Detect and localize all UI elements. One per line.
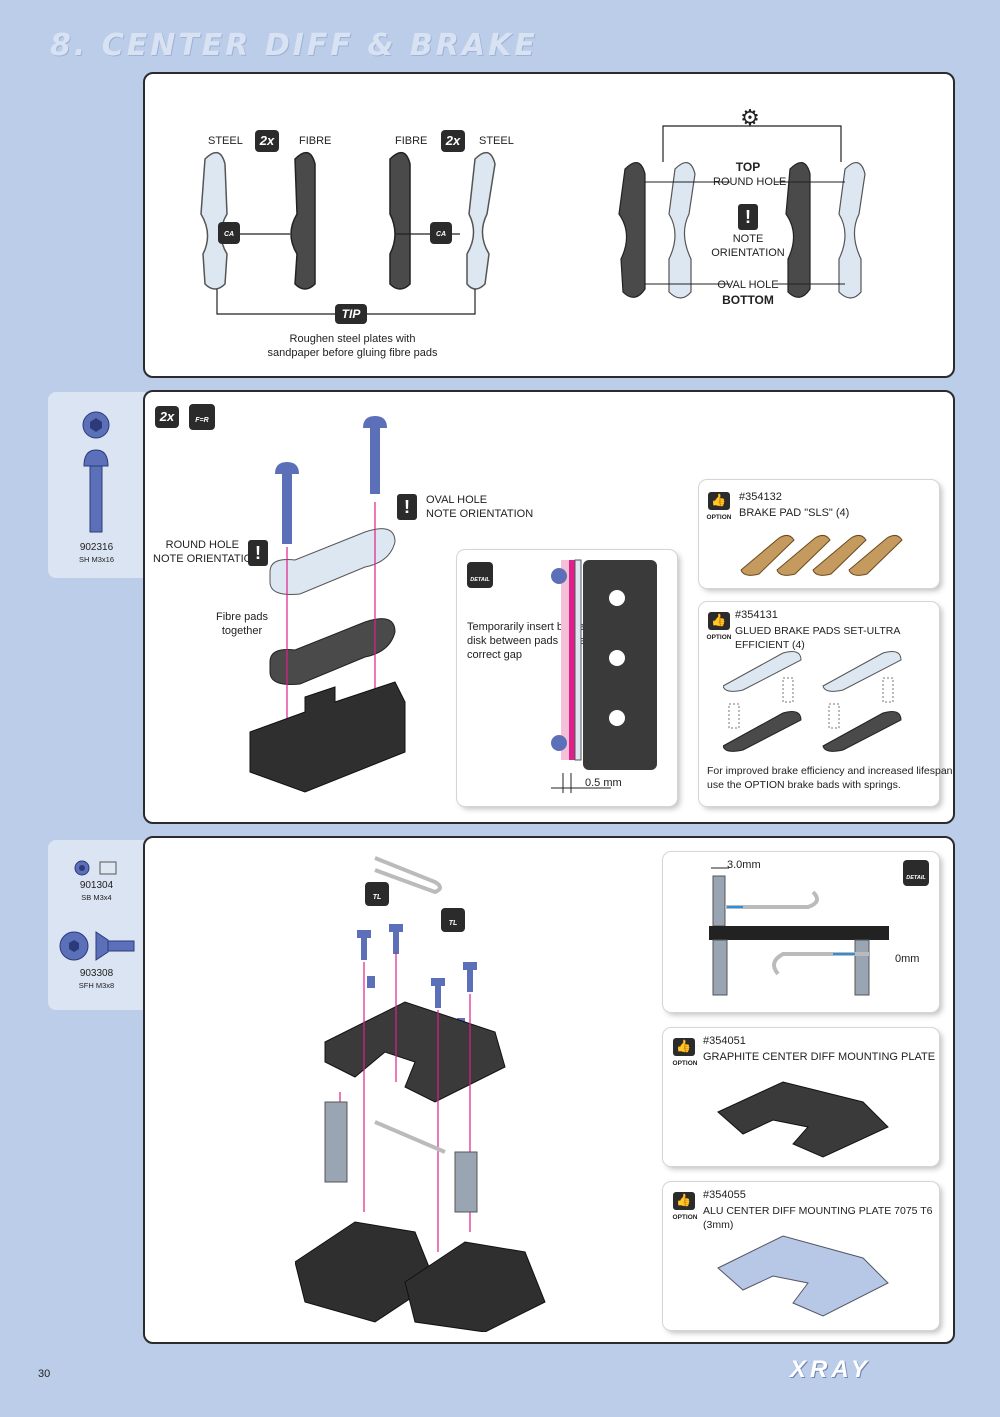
option-tag: OPTION xyxy=(706,514,732,521)
option-card-354055: OPTION #354055 ALU CENTER DIFF MOUNTING … xyxy=(663,1182,939,1330)
option-card-354131: OPTION #354131 GLUED BRAKE PADS SET-ULTR… xyxy=(699,602,953,806)
option-number: #354055 xyxy=(703,1189,746,1201)
option-name: ALU CENTER DIFF MOUNTING PLATE 7075 T6 (… xyxy=(703,1205,933,1231)
label-bottom: BOTTOM xyxy=(722,293,774,307)
detail-text: Temporarily insert brake disk between pa… xyxy=(467,621,589,661)
label-round-hole: ROUND HOLE NOTE ORIENTATION xyxy=(153,539,261,565)
tip-badge: TIP xyxy=(335,304,367,324)
brake-gap-illustration xyxy=(551,559,657,793)
tip-text: Roughen steel plates with sandpaper befo… xyxy=(267,333,438,359)
option-tag: OPTION xyxy=(672,1060,698,1067)
center-diff-mount-illustration xyxy=(295,856,546,1332)
glued-brake-pads-illustration xyxy=(723,651,902,752)
qty-badge: 2x xyxy=(155,406,179,428)
option-tag: OPTION xyxy=(706,634,732,641)
option-note: For improved brake efficiency and increa… xyxy=(707,765,953,791)
label-oval-hole: OVAL HOLE xyxy=(717,279,779,291)
step3-panel: TL TL DETAIL 3.0mm 0mm OPTION #354051 GR… xyxy=(143,836,955,1344)
detail-card: DETAIL 3.0mm 0mm xyxy=(663,852,939,1012)
dimension-3mm: 3.0mm xyxy=(727,859,761,871)
step2-parts-bag: 902316 SH M3x16 xyxy=(48,392,145,578)
ca-glue-icon: CA xyxy=(430,222,452,244)
option-name: GLUED BRAKE PADS SET-ULTRA EFFICIENT (4) xyxy=(735,625,900,651)
option-tag: OPTION xyxy=(672,1214,698,1221)
front-rear-icon: F=R xyxy=(189,404,215,430)
qty-badge: 2x xyxy=(441,130,465,152)
option-card-354132: OPTION #354132 BRAKE PAD "SLS" (4) xyxy=(699,480,939,588)
page-number: 30 xyxy=(38,1368,51,1380)
warning-icon: ! xyxy=(248,540,268,566)
option-name: GRAPHITE CENTER DIFF MOUNTING PLATE xyxy=(703,1051,936,1063)
label-steel-left: STEEL xyxy=(208,135,243,147)
thumbs-up-icon xyxy=(708,612,730,630)
step1-panel: STEEL 2x FIBRE FIBRE 2x STEEL CA CA TIP … xyxy=(143,72,955,378)
part-label: 903308 SFH M3x8 xyxy=(78,968,115,990)
option-name: BRAKE PAD "SLS" (4) xyxy=(739,507,850,519)
pad-orientation-illustration xyxy=(618,125,866,299)
label-top: TOP xyxy=(735,160,761,174)
option-number: #354132 xyxy=(739,491,782,503)
label-fibre-pads: Fibre pads together xyxy=(216,611,268,637)
alu-plate-illustration xyxy=(717,1235,889,1317)
threadlock-icon: TL xyxy=(365,882,389,906)
detail-icon: DETAIL xyxy=(903,860,929,886)
part-label: 902316 SH M3x16 xyxy=(78,542,114,564)
thumbs-up-icon xyxy=(673,1038,695,1056)
label-oval-hole: OVAL HOLE NOTE ORIENTATION xyxy=(426,494,534,520)
option-number: #354131 xyxy=(735,609,778,621)
step3-parts-bag: 901304 SB M3x4 903308 SFH M3x8 xyxy=(48,840,145,1010)
warning-icon: ! xyxy=(738,204,758,230)
part-label: 901304 SB M3x4 xyxy=(79,880,114,902)
brake-assembly-illustration xyxy=(249,416,406,793)
option-number: #354051 xyxy=(703,1035,746,1047)
brake-pad-sls-illustration xyxy=(740,534,903,576)
pin-gap-illustration xyxy=(709,867,889,996)
warning-icon: ! xyxy=(397,494,417,520)
option-card-354051: OPTION #354051 GRAPHITE CENTER DIFF MOUN… xyxy=(663,1028,939,1166)
flat-head-screw-icon xyxy=(59,931,135,961)
label-note: NOTE ORIENTATION xyxy=(711,233,785,259)
label-round-hole: ROUND HOLE xyxy=(713,176,787,188)
thumbs-up-icon xyxy=(708,492,730,510)
gap-dimension: 0.5 mm xyxy=(585,777,622,789)
graphite-plate-illustration xyxy=(717,1081,889,1158)
thumbs-up-icon xyxy=(673,1192,695,1210)
page-title: 8. CENTER DIFF & BRAKE xyxy=(50,28,538,63)
label-steel-right: STEEL xyxy=(479,135,514,147)
label-fibre-right: FIBRE xyxy=(395,135,428,147)
threadlock-icon: TL xyxy=(441,908,465,932)
brake-pad-gluing-illustration xyxy=(200,151,496,315)
detail-icon: DETAIL xyxy=(467,562,493,588)
label-fibre-left: FIBRE xyxy=(299,135,332,147)
dimension-0mm: 0mm xyxy=(895,953,920,965)
settings-check-icon: ⚙ xyxy=(740,105,760,130)
step2-panel: 2x F=R ! OVAL HOLE NOTE ORIENTATION ROUN… xyxy=(143,390,955,824)
qty-badge: 2x xyxy=(255,130,279,152)
ca-glue-icon: CA xyxy=(218,222,240,244)
button-screw-icon xyxy=(74,860,117,876)
hex-screw-icon xyxy=(82,411,110,533)
detail-card: DETAIL Temporarily insert brake disk bet… xyxy=(457,550,677,806)
brand-logo: XRAY xyxy=(790,1356,871,1383)
